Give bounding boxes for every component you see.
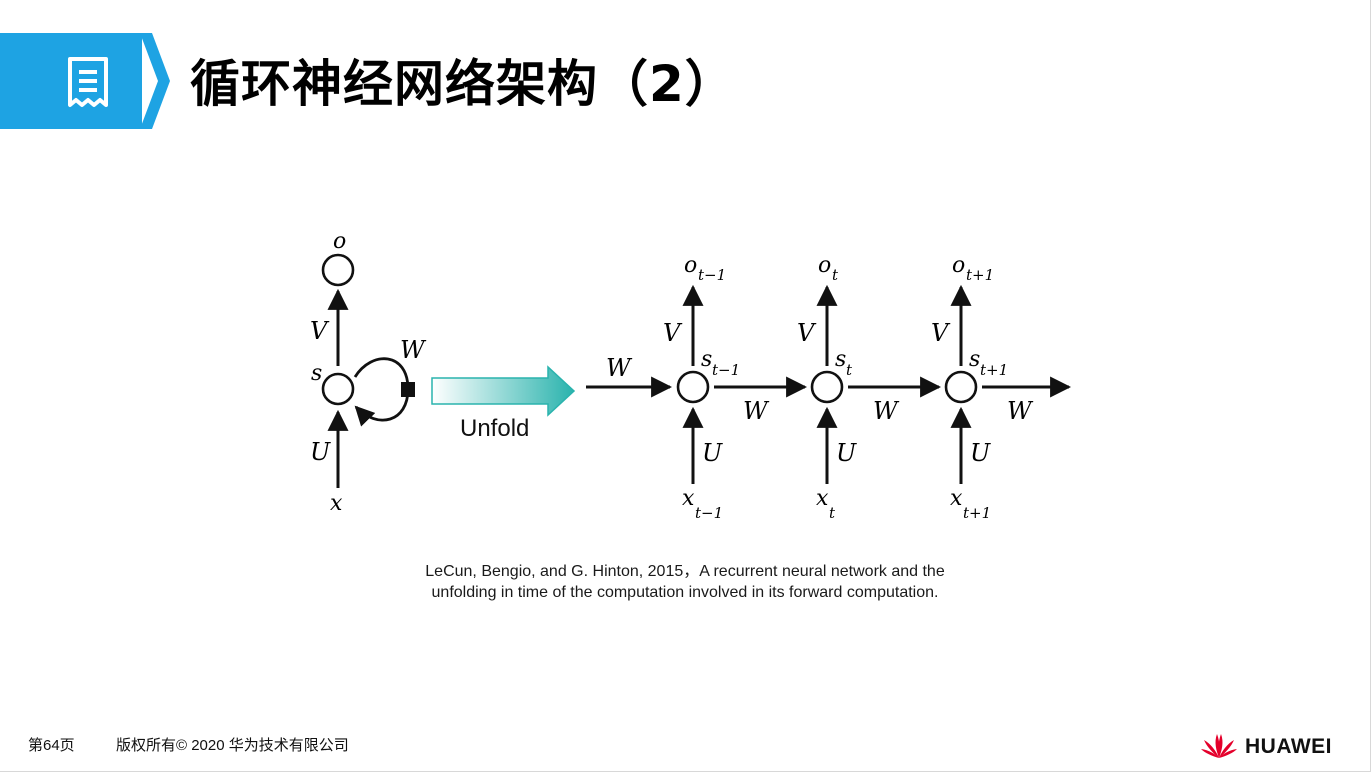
V-label: V <box>797 319 817 347</box>
W-label: W <box>743 397 770 425</box>
unfold-arrow: Unfold <box>431 365 576 442</box>
folded-recurrent-loop <box>353 357 410 427</box>
o-label: o <box>818 253 831 278</box>
header-chevron <box>140 33 170 129</box>
footer-copyright: 版权所有© 2020 华为技术有限公司 <box>116 737 349 754</box>
o-subscript: t+1 <box>966 266 994 284</box>
x-subscript: t+1 <box>963 504 991 522</box>
V-label: V <box>931 319 951 347</box>
o-subscript: t−1 <box>698 266 726 284</box>
x-label: x <box>816 486 829 511</box>
folded-network: o s x V U W <box>310 229 427 516</box>
folded-s-label: s <box>311 361 322 386</box>
unfold-label: Unfold <box>460 415 529 442</box>
s-label: s <box>969 347 980 372</box>
s-label: s <box>701 347 712 372</box>
folded-delay-square <box>401 382 415 397</box>
folded-state-node <box>321 372 355 406</box>
o-subscript: t <box>832 266 839 284</box>
state-node <box>944 370 978 404</box>
s-subscript: t <box>846 361 853 379</box>
page-title: 循环神经网络架构（2） <box>190 55 736 113</box>
incoming-W-label: W <box>606 354 633 382</box>
folded-V-label: V <box>310 317 330 345</box>
x-label: x <box>682 486 695 511</box>
U-label: U <box>836 439 857 467</box>
figure-caption: LeCun, Bengio, and G. Hinton, 2015，A rec… <box>350 561 1020 603</box>
W-label: W <box>873 397 900 425</box>
brand-name: HUAWEI <box>1245 735 1332 758</box>
state-node <box>676 370 710 404</box>
folded-o-label: o <box>333 229 346 254</box>
state-node <box>810 370 844 404</box>
o-label: o <box>684 253 697 278</box>
folded-U-label: U <box>310 438 331 466</box>
x-label: x <box>950 486 963 511</box>
x-subscript: t−1 <box>695 504 723 522</box>
o-label: o <box>952 253 965 278</box>
folded-output-node <box>321 253 355 287</box>
footer-page-number: 第64页 <box>28 737 75 754</box>
document-icon <box>68 57 108 107</box>
x-subscript: t <box>829 504 836 522</box>
s-subscript: t−1 <box>712 361 740 379</box>
s-label: s <box>835 347 846 372</box>
W-label: W <box>1007 397 1034 425</box>
U-label: U <box>970 439 991 467</box>
caption-line-2: unfolding in time of the computation inv… <box>431 584 939 601</box>
s-subscript: t+1 <box>980 361 1008 379</box>
V-label: V <box>663 319 683 347</box>
caption-line-1: LeCun, Bengio, and G. Hinton, 2015，A rec… <box>425 563 945 580</box>
folded-W-label: W <box>400 336 427 364</box>
huawei-logo-icon <box>1201 734 1237 758</box>
folded-x-label: x <box>330 491 343 516</box>
U-label: U <box>702 439 723 467</box>
